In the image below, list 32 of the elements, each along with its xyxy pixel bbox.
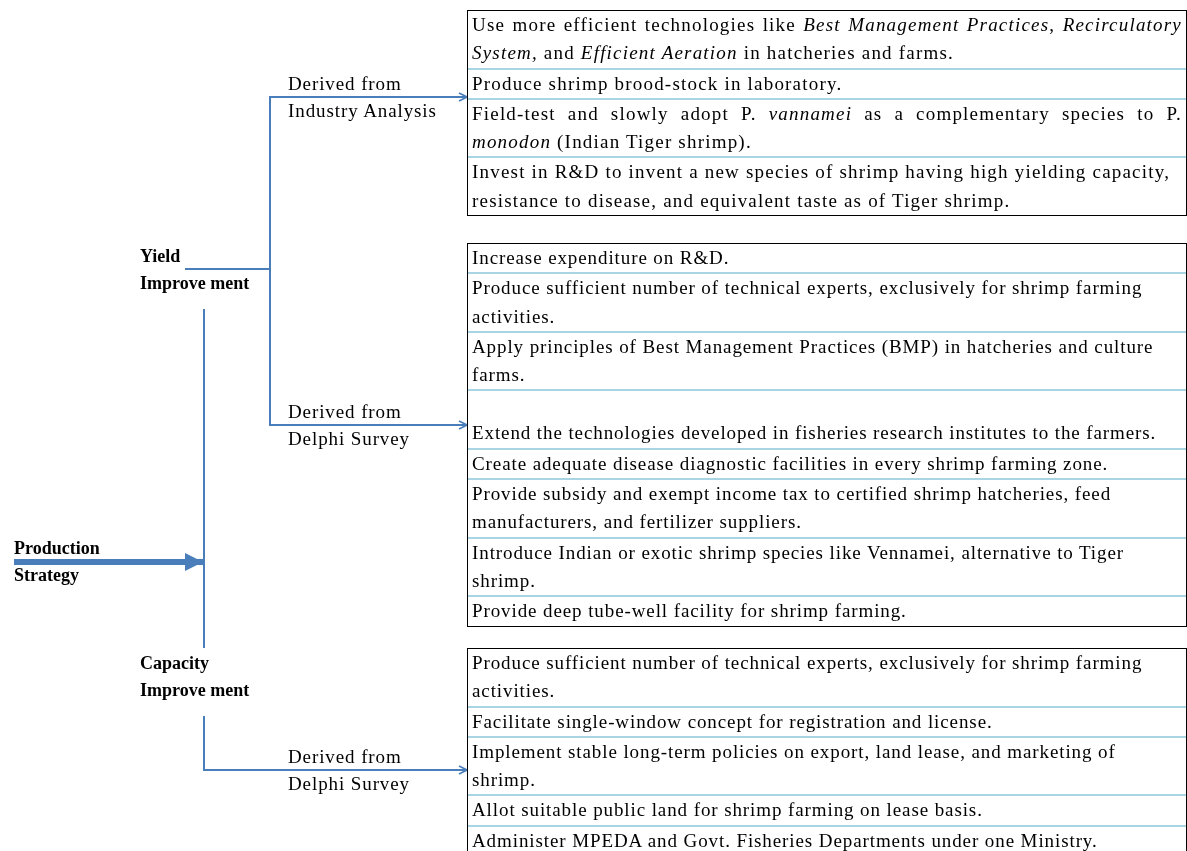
table-row: Create adequate disease diagnostic facilities in every shrimp farming zone. — [468, 449, 1186, 481]
recommendation-table — [467, 10, 1187, 217]
table-row-text: Administer MPEDA and Govt. Fisheries Departments under one Ministry. — [471, 828, 1099, 851]
table-row: Extend the technologies developed in fisheries research institutes to the farmers. — [468, 391, 1186, 450]
table-row: Produce shrimp brood-stock in laboratory. — [468, 69, 1186, 100]
thick-arrow — [14, 553, 203, 571]
edge-label: Derived from Industry Analysis — [288, 72, 438, 123]
arrow — [184, 268, 468, 430]
recommendation-table — [467, 243, 1187, 627]
heading-text: Yield Improve ment — [140, 243, 280, 297]
table-row: Allot suitable public land for shrimp farming on lease basis. — [468, 796, 1186, 827]
connector-line — [203, 308, 205, 546]
arrow — [203, 715, 468, 775]
junction-line — [203, 545, 205, 579]
table-row: Field-test and slowly adopt P. vannamei as a complementary species to P. monodon (Indian Tiger shrimp). — [468, 99, 1186, 159]
table-row: Introduce Indian or exotic shrimp species like Vennamei, alternative to Tiger shrimp. — [468, 538, 1186, 598]
table-row-text: Invest in R&D to invent a new species of shrimp having high yielding capacity, resistance to disease, and equivalent taste as of Tiger shrimp. — [471, 160, 1172, 213]
recommendation-table — [467, 648, 1187, 851]
table-row: Implement stable long-term policies on export, land lease, and marketing of shrimp. — [468, 737, 1186, 797]
heading-text: Capacity Improve ment — [140, 650, 280, 704]
table-row: Produce sufficient number of technical experts, exclusively for shrimp farming activities. — [468, 649, 1186, 708]
table-row: Increase expenditure on R&D. — [468, 244, 1186, 275]
table-row: Provide subsidy and exempt income tax to certified shrimp hatcheries, feed manufacturers, and fertilizer suppliers. — [468, 480, 1186, 539]
table-row: Use more efficient technologies like Best Management Practices, Recirculatory System, and Efficient Aeration in hatcheries and farms. — [468, 11, 1186, 70]
table-row: Apply principles of Best Management Practices (BMP) in hatcheries and culture farms. — [468, 332, 1186, 392]
connector-line — [203, 578, 205, 649]
heading-text: Production Strategy — [14, 535, 124, 589]
table-row: Facilitate single-window concept for registration and license. — [468, 707, 1186, 738]
table-row: Produce sufficient number of technical experts, exclusively for shrimp farming activities. — [468, 274, 1186, 333]
edge-label: Derived from Delphi Survey — [288, 400, 411, 451]
table-row-text: Provide deep tube-well facility for shrimp farming. — [471, 599, 908, 624]
edge-label: Derived from Delphi Survey — [288, 745, 411, 796]
